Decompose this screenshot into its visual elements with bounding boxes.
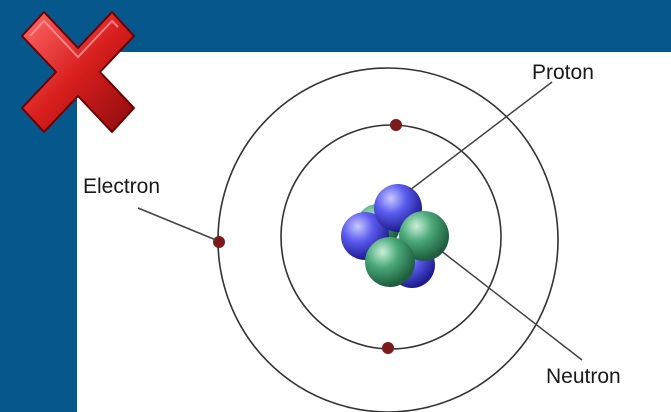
proton-label: Proton [532, 61, 594, 84]
neutron-label: Neutron [546, 365, 621, 388]
neutron [365, 237, 415, 287]
electron-top [390, 119, 402, 131]
electron-bottom [382, 342, 394, 354]
electron-left [213, 236, 225, 248]
electron-label: Electron [83, 175, 160, 198]
